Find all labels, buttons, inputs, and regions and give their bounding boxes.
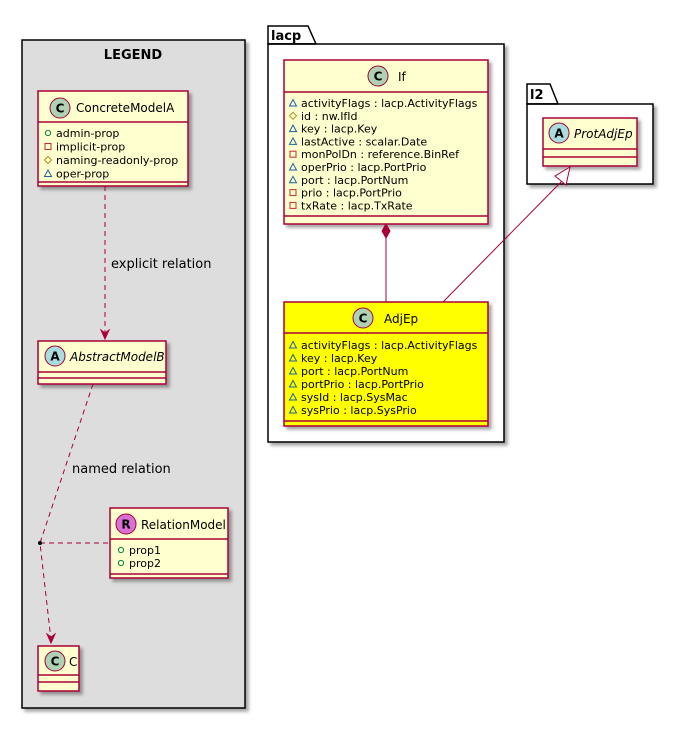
protected-visibility-icon — [43, 155, 53, 165]
attribute: key : lacp.Key — [301, 123, 378, 136]
class-adjep[interactable]: C AdjEp activityFlags : lacp.ActivityFla… — [283, 301, 489, 427]
attribute: txRate : lacp.TxRate — [301, 199, 413, 212]
attribute: prio : lacp.PortPrio — [301, 187, 402, 200]
badge-letter: C — [56, 102, 65, 116]
attribute: port : lacp.PortNum — [301, 365, 408, 378]
attribute: sysPrio : lacp.SysPrio — [301, 404, 417, 417]
attribute: admin-prop — [56, 127, 119, 140]
class-name: ProtAdjEp — [574, 127, 633, 141]
package-visibility-icon — [288, 175, 298, 184]
named-relation-label: named relation — [72, 462, 171, 477]
class-badge-icon — [352, 307, 374, 329]
package-visibility-icon — [288, 98, 298, 107]
class-badge-icon — [44, 650, 66, 672]
badge-letter: C — [359, 312, 368, 326]
attribute: operPrio : lacp.PortPrio — [301, 161, 427, 174]
class-name: C — [69, 655, 77, 669]
class-name: ConcreteModelA — [76, 101, 175, 115]
package-visibility-icon — [288, 392, 298, 401]
private-visibility-icon — [289, 189, 297, 197]
attribute: id : nw.IfId — [301, 110, 358, 123]
attribute: implicit-prop — [56, 141, 125, 154]
class-concrete-model-a[interactable]: C ConcreteModelA admin-propimplicit-prop… — [37, 90, 189, 187]
relation-badge-icon — [115, 513, 137, 535]
package-visibility-icon — [288, 340, 298, 349]
explicit-relation-label: explicit relation — [111, 257, 211, 272]
class-name: RelationModel — [141, 518, 226, 532]
class-name: AbstractModelB — [69, 350, 165, 364]
class-name: If — [398, 70, 407, 84]
class-abstract-model-b[interactable]: A AbstractModelB — [37, 340, 167, 385]
package-visibility-icon — [288, 136, 298, 145]
private-visibility-icon — [289, 201, 297, 209]
attribute: oper-prop — [56, 168, 109, 181]
attribute: port : lacp.PortNum — [301, 174, 408, 187]
package-visibility-icon — [288, 353, 298, 362]
package-name: lacp — [271, 29, 301, 44]
badge-letter: C — [374, 70, 383, 84]
package-visibility-icon — [288, 124, 298, 133]
class-protadjep[interactable]: A ProtAdjEp — [542, 117, 638, 167]
abstract-badge-icon — [548, 122, 570, 144]
badge-letter: A — [50, 350, 60, 364]
class-badge-icon — [367, 65, 389, 87]
attribute: portPrio : lacp.PortPrio — [301, 378, 424, 391]
abstract-badge-icon — [44, 345, 66, 367]
class-if[interactable]: C If activityFlags : lacp.ActivityFlagsi… — [283, 59, 489, 225]
attribute: sysId : lacp.SysMac — [301, 391, 408, 404]
public-visibility-icon — [117, 559, 125, 567]
generalization-relation — [442, 165, 571, 303]
attribute: lastActive : scalar.Date — [301, 135, 427, 148]
composition-relation — [381, 222, 391, 302]
package-visibility-icon — [288, 405, 298, 414]
attribute: monPolDn : reference.BinRef — [301, 148, 460, 161]
private-visibility-icon — [44, 143, 52, 150]
class-badge-icon — [49, 97, 71, 119]
package-visibility-icon — [288, 366, 298, 375]
public-visibility-icon — [44, 129, 52, 137]
attribute: key : lacp.Key — [301, 352, 378, 365]
package-visibility-icon — [288, 379, 298, 388]
attribute-list: admin-propimplicit-propnaming-readonly-p… — [43, 127, 178, 181]
legend-title: LEGEND — [104, 48, 163, 63]
attribute: activityFlags : lacp.ActivityFlags — [301, 339, 478, 352]
class-c[interactable]: C C — [37, 645, 80, 692]
attribute: prop2 — [129, 557, 161, 570]
attribute: prop1 — [129, 544, 161, 557]
public-visibility-icon — [117, 546, 125, 554]
protected-visibility-icon — [288, 111, 298, 121]
named-relation-arrow: named relation — [38, 383, 171, 645]
attribute: activityFlags : lacp.ActivityFlags — [301, 97, 478, 110]
explicit-relation-arrow: explicit relation — [99, 186, 211, 341]
badge-letter: C — [51, 655, 60, 669]
package-visibility-icon — [43, 168, 53, 177]
badge-letter: R — [121, 518, 130, 532]
package-visibility-icon — [288, 162, 298, 171]
package-name: l2 — [530, 88, 544, 103]
private-visibility-icon — [289, 150, 297, 158]
attribute: naming-readonly-prop — [56, 154, 178, 167]
class-name: AdjEp — [384, 312, 418, 326]
badge-letter: A — [554, 127, 564, 141]
